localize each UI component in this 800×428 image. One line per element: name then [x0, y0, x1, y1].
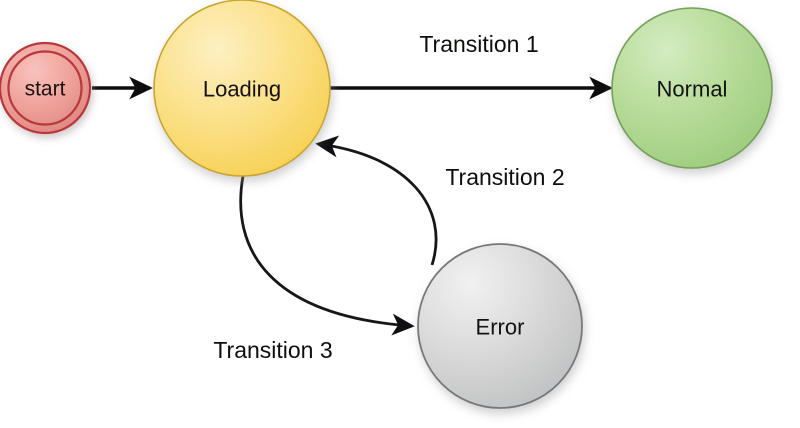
edge-label-transition-3: Transition 3 [213, 337, 332, 363]
edge-transition-2-curve [315, 135, 438, 266]
node-start[interactable]: start [0, 41, 92, 135]
node-normal-circle[interactable] [611, 7, 773, 169]
node-loading[interactable]: Loading [153, 0, 331, 177]
edge-transition-3 [239, 175, 415, 336]
edge-label-transition-1: Transition 1 [419, 31, 538, 57]
edge-transition-2 [315, 135, 438, 266]
node-start-label: start [25, 78, 66, 101]
edge-transition-3-curve [239, 175, 415, 336]
node-normal-label: Normal [657, 77, 728, 102]
node-start-inner-circle[interactable] [7, 50, 83, 126]
node-error[interactable]: Error [417, 243, 583, 409]
node-loading-circle[interactable] [153, 0, 331, 177]
node-error-circle[interactable] [417, 243, 583, 409]
node-loading-label: Loading [203, 77, 281, 102]
node-normal[interactable]: Normal [611, 7, 773, 169]
edge-label-transition-2: Transition 2 [445, 164, 564, 190]
node-error-label: Error [476, 315, 525, 340]
